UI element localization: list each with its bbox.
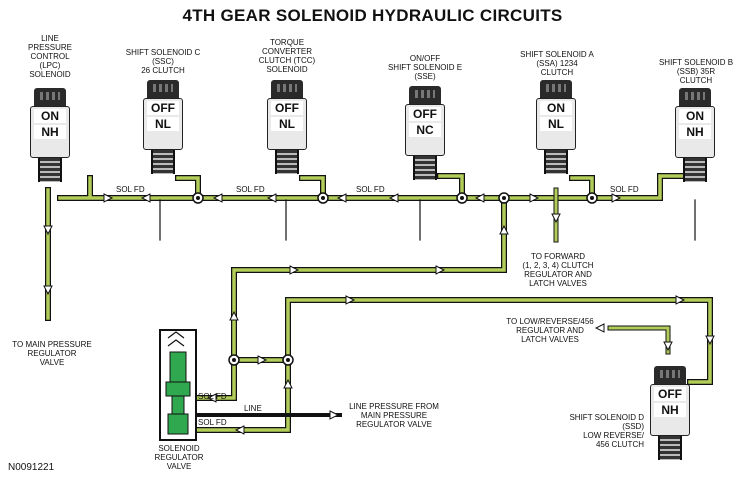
- flow-arrow: [289, 265, 300, 275]
- ssc-label: SHIFT SOLENOID C (SSC) 26 CLUTCH: [125, 48, 201, 75]
- tcc-solenoid: OFF NL: [267, 80, 307, 174]
- sse-solenoid: OFF NC: [405, 86, 445, 180]
- to-low-reverse-label: TO LOW/REVERSE/456 REGULATOR AND LATCH V…: [506, 317, 594, 344]
- ssc-solenoid: OFF NL: [143, 80, 183, 174]
- ssb-label: SHIFT SOLENOID B (SSB) 35R CLUTCH: [658, 58, 734, 85]
- flow-arrow: [212, 193, 223, 203]
- flow-arrow: [388, 193, 399, 203]
- tcc-state: OFF: [271, 101, 303, 115]
- sol-fd-label: SOL FD: [116, 185, 145, 194]
- exhaust-stems: [159, 199, 696, 241]
- flow-arrow: [529, 193, 540, 203]
- diagram-title: 4TH GEAR SOLENOID HYDRAULIC CIRCUITS: [182, 6, 563, 25]
- lpc-label: LINE PRESSURE CONTROL (LPC) SOLENOID: [27, 34, 72, 79]
- flow-arrow: [611, 193, 622, 203]
- ssa-state: ON: [540, 101, 572, 115]
- sol-fd-label: SOL FD: [198, 392, 227, 401]
- flow-arrow: [234, 425, 245, 435]
- ssb-type: NH: [679, 125, 711, 139]
- flow-arrow: [675, 295, 686, 305]
- flow-arrow: [499, 224, 509, 235]
- flow-arrow: [705, 335, 715, 346]
- to-main-label: TO MAIN PRESSURE REGULATOR VALVE: [12, 340, 92, 367]
- line-label: LINE: [244, 404, 262, 413]
- flow-arrow: [329, 410, 340, 420]
- sol-fd-label: SOL FD: [198, 418, 227, 427]
- flow-arrow: [663, 341, 673, 352]
- sol-fd-label: SOL FD: [356, 185, 385, 194]
- tcc-type: NL: [271, 117, 303, 131]
- flow-arrow: [474, 193, 485, 203]
- flow-arrow: [336, 193, 347, 203]
- flow-arrow: [594, 323, 605, 333]
- tcc-label: TORQUE CONVERTER CLUTCH (TCC) SOLENOID: [258, 38, 316, 74]
- ssc-state: OFF: [147, 101, 179, 115]
- ssd-state: OFF: [654, 387, 686, 401]
- flow-arrow: [257, 355, 268, 365]
- solenoid-regulator-label: SOLENOID REGULATOR VALVE: [154, 444, 204, 471]
- solenoid-regulator-valve: [159, 329, 197, 441]
- flow-arrow: [43, 225, 53, 236]
- sol-fd-label: SOL FD: [236, 185, 265, 194]
- line-from-main-label: LINE PRESSURE FROM MAIN PRESSURE REGULAT…: [349, 402, 439, 429]
- flow-arrow: [103, 193, 114, 203]
- to-forward-label: TO FORWARD (1, 2, 3, 4) CLUTCH REGULATOR…: [522, 252, 594, 288]
- sol-fd-label: SOL FD: [610, 185, 639, 194]
- figure-code: N0091221: [8, 462, 55, 473]
- ssd-solenoid: OFF NH: [650, 366, 690, 460]
- ssb-state: ON: [679, 109, 711, 123]
- ssa-label: SHIFT SOLENOID A (SSA) 1234 CLUTCH: [520, 50, 594, 77]
- ssa-solenoid: ON NL: [536, 80, 576, 174]
- flow-arrow: [435, 265, 446, 275]
- sse-type: NC: [409, 123, 441, 137]
- flow-arrow: [140, 193, 151, 203]
- lpc-solenoid: ON NH: [30, 88, 70, 182]
- ssc-type: NL: [147, 117, 179, 131]
- sse-state: OFF: [409, 107, 441, 121]
- ssd-label: SHIFT SOLENOID D (SSD) LOW REVERSE/ 456 …: [569, 413, 644, 449]
- sse-label: ON/OFF SHIFT SOLENOID E (SSE): [387, 54, 463, 81]
- flow-arrow: [551, 213, 561, 224]
- lpc-type: NH: [34, 125, 66, 139]
- ssa-type: NL: [540, 117, 572, 131]
- ssd-output-line: [607, 325, 671, 355]
- ssd-type: NH: [654, 403, 686, 417]
- flow-arrow: [229, 310, 239, 321]
- flow-arrow: [345, 295, 356, 305]
- flow-arrow: [43, 285, 53, 296]
- flow-arrow: [206, 393, 217, 403]
- flow-arrow: [266, 193, 277, 203]
- ssb-solenoid: ON NH: [675, 88, 715, 182]
- flow-arrow: [283, 378, 293, 389]
- lpc-state: ON: [34, 109, 66, 123]
